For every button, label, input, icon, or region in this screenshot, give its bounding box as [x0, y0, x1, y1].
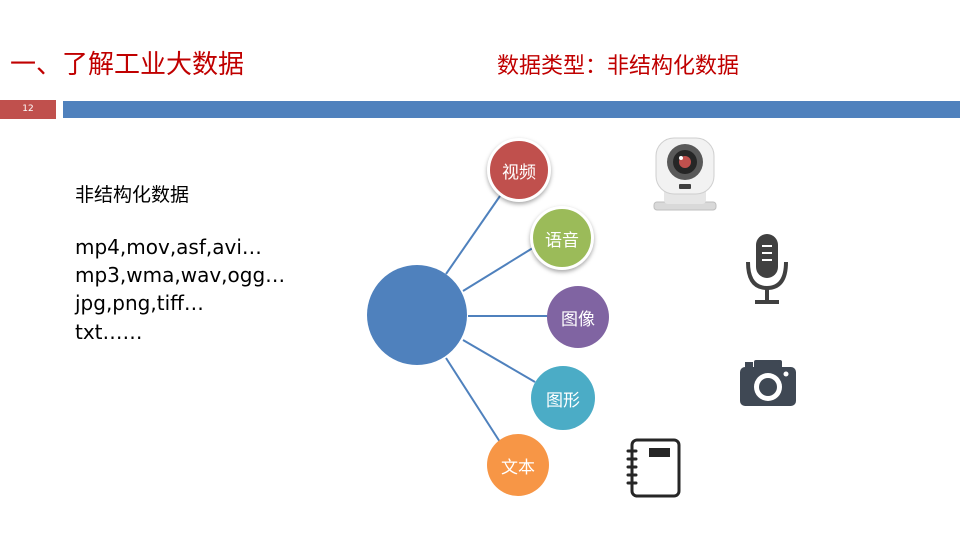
- slide-subtitle: 数据类型：非结构化数据: [497, 54, 740, 79]
- node-audio: 语音: [530, 206, 594, 270]
- node-graphic-label: 图形: [546, 390, 580, 411]
- node-graphic: 图形: [531, 366, 595, 430]
- node-image-label: 图像: [561, 309, 595, 330]
- node-text-label: 文本: [501, 457, 535, 478]
- node-image: 图像: [547, 286, 609, 348]
- connector-audio: [462, 245, 537, 292]
- webcam-icon: [653, 137, 717, 211]
- header-bar: [63, 101, 960, 118]
- format-line-audio: mp3,wma,wav,ogg…: [75, 263, 286, 287]
- node-video: 视频: [487, 138, 551, 202]
- center-node: [367, 265, 467, 365]
- node-video-label: 视频: [502, 162, 536, 183]
- format-line-text: txt……: [75, 320, 143, 344]
- slide-title: 一、了解工业大数据: [10, 50, 245, 80]
- format-line-video: mp4,mov,asf,avi…: [75, 235, 262, 259]
- page-number-badge: 12: [0, 100, 56, 119]
- notebook-icon: [626, 438, 681, 498]
- node-text: 文本: [487, 434, 549, 496]
- node-audio-label: 语音: [545, 230, 579, 251]
- microphone-icon: [746, 234, 788, 304]
- connector-graphic: [462, 339, 536, 383]
- camera-icon: [740, 360, 796, 406]
- content-heading: 非结构化数据: [75, 184, 190, 206]
- connector-text: [445, 357, 501, 443]
- connector-video: [445, 195, 501, 275]
- format-line-image: jpg,png,tiff…: [75, 291, 204, 315]
